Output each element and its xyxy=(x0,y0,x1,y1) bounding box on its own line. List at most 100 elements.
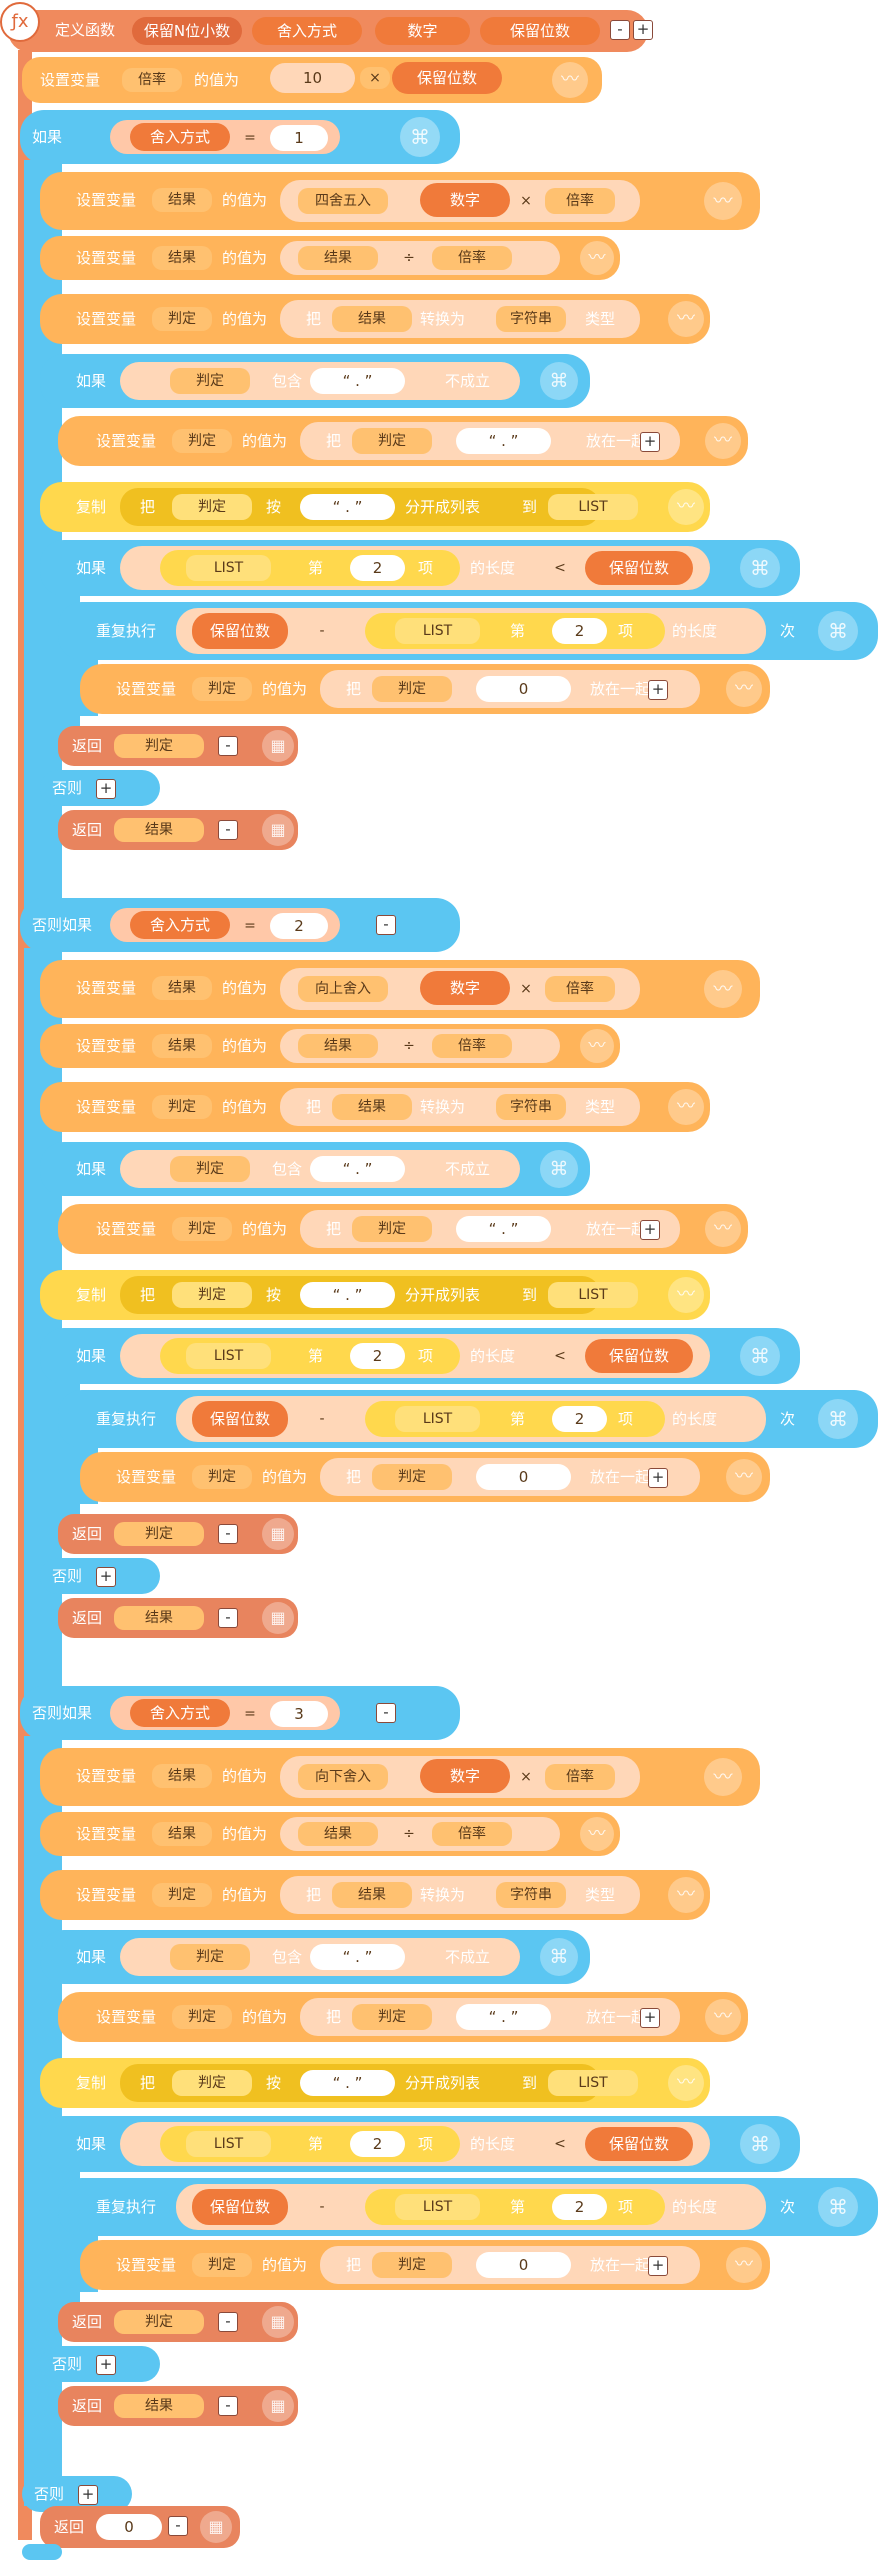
rate-variable-dropdown[interactable]: 倍率 xyxy=(545,1764,615,1790)
judge-variable-dropdown[interactable]: 判定 xyxy=(372,2252,452,2278)
remove-return-button[interactable]: - xyxy=(218,2312,238,2332)
equals-operator[interactable]: = xyxy=(235,128,265,148)
chart-icon[interactable]: 〰 xyxy=(668,2065,704,2101)
digits-param-chip[interactable]: 保留位数 xyxy=(192,613,288,649)
chart-icon[interactable]: 〰 xyxy=(704,182,742,220)
item-index-input[interactable]: 2 xyxy=(552,618,607,644)
result-variable-dropdown[interactable]: 结果 xyxy=(114,818,204,842)
item-index-input[interactable]: 2 xyxy=(350,1343,405,1369)
item-index-input[interactable]: 2 xyxy=(552,1406,607,1432)
calculator-icon[interactable]: ▦ xyxy=(262,730,294,762)
chart-icon[interactable]: 〰 xyxy=(552,62,588,98)
dot-text-input[interactable]: “ . ” xyxy=(310,368,405,394)
list-variable-dropdown[interactable]: LIST xyxy=(548,2070,638,2096)
gamepad-icon[interactable]: ⌘ xyxy=(740,548,780,588)
gamepad-icon[interactable]: ⌘ xyxy=(740,1336,780,1376)
remove-branch-button[interactable]: - xyxy=(376,915,396,935)
gamepad-icon[interactable]: ⌘ xyxy=(540,1150,578,1188)
chart-icon[interactable]: 〰 xyxy=(704,1758,742,1796)
chart-icon[interactable]: 〰 xyxy=(668,1089,704,1125)
result-variable-dropdown[interactable]: 结果 xyxy=(152,1034,212,1058)
gamepad-icon[interactable]: ⌘ xyxy=(400,117,440,157)
round-mode-dropdown[interactable]: 四舍五入 xyxy=(298,188,388,214)
add-join-item-button[interactable]: + xyxy=(648,1468,668,1488)
result-variable-dropdown[interactable]: 结果 xyxy=(332,1094,412,1120)
chart-icon[interactable]: 〰 xyxy=(668,489,704,525)
less-than-operator[interactable]: < xyxy=(546,557,574,579)
divide-operator[interactable]: ÷ xyxy=(392,247,426,269)
remove-return-button[interactable]: - xyxy=(218,1524,238,1544)
chart-icon[interactable]: 〰 xyxy=(726,671,762,707)
list-variable-dropdown[interactable]: LIST xyxy=(395,2194,480,2220)
minus-operator[interactable]: - xyxy=(306,1408,338,1430)
judge-variable-dropdown[interactable]: 判定 xyxy=(114,1522,204,1546)
remove-return-button[interactable]: - xyxy=(218,736,238,756)
judge-variable-dropdown[interactable]: 判定 xyxy=(114,734,204,758)
dot-text-input[interactable]: “ . ” xyxy=(310,1944,405,1970)
list-variable-dropdown[interactable]: LIST xyxy=(186,555,271,581)
calculator-icon[interactable]: ▦ xyxy=(200,2511,232,2543)
equals-operator[interactable]: = xyxy=(235,916,265,936)
calculator-icon[interactable]: ▦ xyxy=(262,2306,294,2338)
digits-param-chip[interactable]: 保留位数 xyxy=(192,2189,288,2225)
judge-variable-dropdown[interactable]: 判定 xyxy=(192,1465,252,1489)
judge-variable-dropdown[interactable]: 判定 xyxy=(172,1217,232,1241)
gamepad-icon[interactable]: ⌘ xyxy=(740,2124,780,2164)
rate-variable-dropdown[interactable]: 倍率 xyxy=(545,976,615,1002)
divide-operator[interactable]: ÷ xyxy=(392,1035,426,1057)
rate-variable-dropdown[interactable]: 倍率 xyxy=(545,188,615,214)
chart-icon[interactable]: 〰 xyxy=(704,970,742,1008)
digits-param-chip[interactable]: 保留位数 xyxy=(192,1401,288,1437)
judge-variable-dropdown[interactable]: 判定 xyxy=(152,1095,212,1119)
judge-variable-dropdown[interactable]: 判定 xyxy=(152,307,212,331)
item-index-input[interactable]: 2 xyxy=(552,2194,607,2220)
list-variable-dropdown[interactable]: LIST xyxy=(186,1343,271,1369)
fx-icon[interactable]: ƒx xyxy=(0,2,40,42)
zero-text-input[interactable]: 0 xyxy=(476,2252,571,2278)
remove-param-button[interactable]: - xyxy=(610,20,630,40)
judge-variable-dropdown[interactable]: 判定 xyxy=(192,677,252,701)
gamepad-icon[interactable]: ⌘ xyxy=(818,611,858,651)
remove-return-button[interactable]: - xyxy=(168,2516,188,2536)
less-than-operator[interactable]: < xyxy=(546,1345,574,1367)
chart-icon[interactable]: 〰 xyxy=(705,1211,741,1247)
result-variable-dropdown[interactable]: 结果 xyxy=(152,246,212,270)
chart-icon[interactable]: 〰 xyxy=(726,2247,762,2283)
digits-param-chip[interactable]: 保留位数 xyxy=(585,1339,693,1373)
mode-param-chip[interactable]: 舍入方式 xyxy=(130,911,230,939)
rate-variable-dropdown[interactable]: 倍率 xyxy=(432,1822,512,1846)
type-dropdown[interactable]: 字符串 xyxy=(496,306,566,332)
mode-param-chip[interactable]: 舍入方式 xyxy=(130,1699,230,1727)
param-digits[interactable]: 保留位数 xyxy=(480,17,600,45)
calculator-icon[interactable]: ▦ xyxy=(262,814,294,846)
gamepad-icon[interactable]: ⌘ xyxy=(818,1399,858,1439)
dot-text-input[interactable]: “ . ” xyxy=(456,428,551,454)
multiply-operator[interactable]: × xyxy=(360,67,390,89)
multiply-operator[interactable]: × xyxy=(512,1766,540,1788)
variable-dropdown[interactable]: 倍率 xyxy=(122,68,182,92)
return-zero-input[interactable]: 0 xyxy=(96,2514,162,2540)
gamepad-icon[interactable]: ⌘ xyxy=(540,362,578,400)
result-variable-dropdown[interactable]: 结果 xyxy=(152,976,212,1000)
result-variable-dropdown[interactable]: 结果 xyxy=(152,1822,212,1846)
round-mode-dropdown[interactable]: 向下舍入 xyxy=(298,1764,388,1790)
minus-operator[interactable]: - xyxy=(306,620,338,642)
number-param-chip[interactable]: 数字 xyxy=(420,971,510,1005)
result-variable-dropdown[interactable]: 结果 xyxy=(332,306,412,332)
result-variable-dropdown[interactable]: 结果 xyxy=(298,246,378,270)
rate-variable-dropdown[interactable]: 倍率 xyxy=(432,1034,512,1058)
calculator-icon[interactable]: ▦ xyxy=(262,1602,294,1634)
add-else-button[interactable]: + xyxy=(78,2485,98,2505)
judge-variable-dropdown[interactable]: 判定 xyxy=(170,1944,250,1970)
judge-variable-dropdown[interactable]: 判定 xyxy=(352,1216,432,1242)
gamepad-icon[interactable]: ⌘ xyxy=(540,1938,578,1976)
dot-text-input[interactable]: “ . ” xyxy=(456,1216,551,1242)
chart-icon[interactable]: 〰 xyxy=(705,423,741,459)
chart-icon[interactable]: 〰 xyxy=(668,1877,704,1913)
dot-text-input[interactable]: “ . ” xyxy=(300,494,395,520)
judge-variable-dropdown[interactable]: 判定 xyxy=(172,494,252,520)
judge-variable-dropdown[interactable]: 判定 xyxy=(172,1282,252,1308)
judge-variable-dropdown[interactable]: 判定 xyxy=(352,428,432,454)
add-else-button[interactable]: + xyxy=(96,1567,116,1587)
judge-variable-dropdown[interactable]: 判定 xyxy=(352,2004,432,2030)
